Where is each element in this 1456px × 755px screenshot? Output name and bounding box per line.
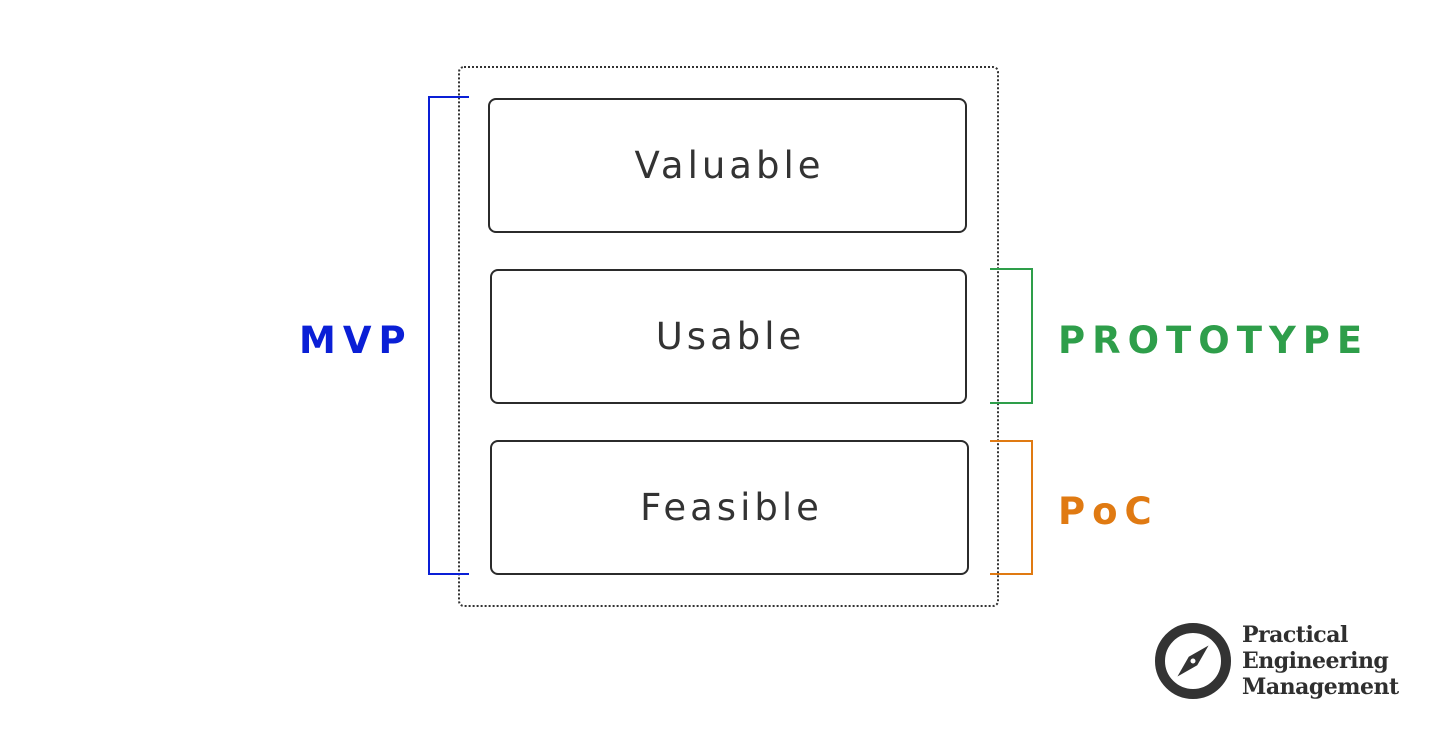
compass-icon [1155, 623, 1231, 699]
mvp-bracket [428, 96, 469, 575]
brand-line: Engineering [1242, 648, 1389, 674]
layer-valuable: Valuable [488, 98, 967, 233]
brand-name: Practical Engineering Management [1242, 622, 1399, 700]
layer-label: Usable [655, 315, 806, 358]
poc-bracket [990, 440, 1033, 575]
prototype-label: PROTOTYPE [1058, 319, 1370, 362]
brand-line: Management [1242, 674, 1399, 700]
brand-line: Practical [1242, 622, 1348, 648]
mvp-label: MVP [299, 319, 413, 362]
poc-label: PoC [1058, 490, 1159, 533]
brand-logo: Practical Engineering Management [1154, 620, 1414, 705]
layer-usable: Usable [490, 269, 967, 404]
prototype-bracket [990, 268, 1033, 404]
layer-label: Feasible [640, 486, 823, 529]
layer-feasible: Feasible [490, 440, 969, 575]
layer-label: Valuable [634, 144, 825, 187]
product-scope-frame [458, 66, 999, 607]
